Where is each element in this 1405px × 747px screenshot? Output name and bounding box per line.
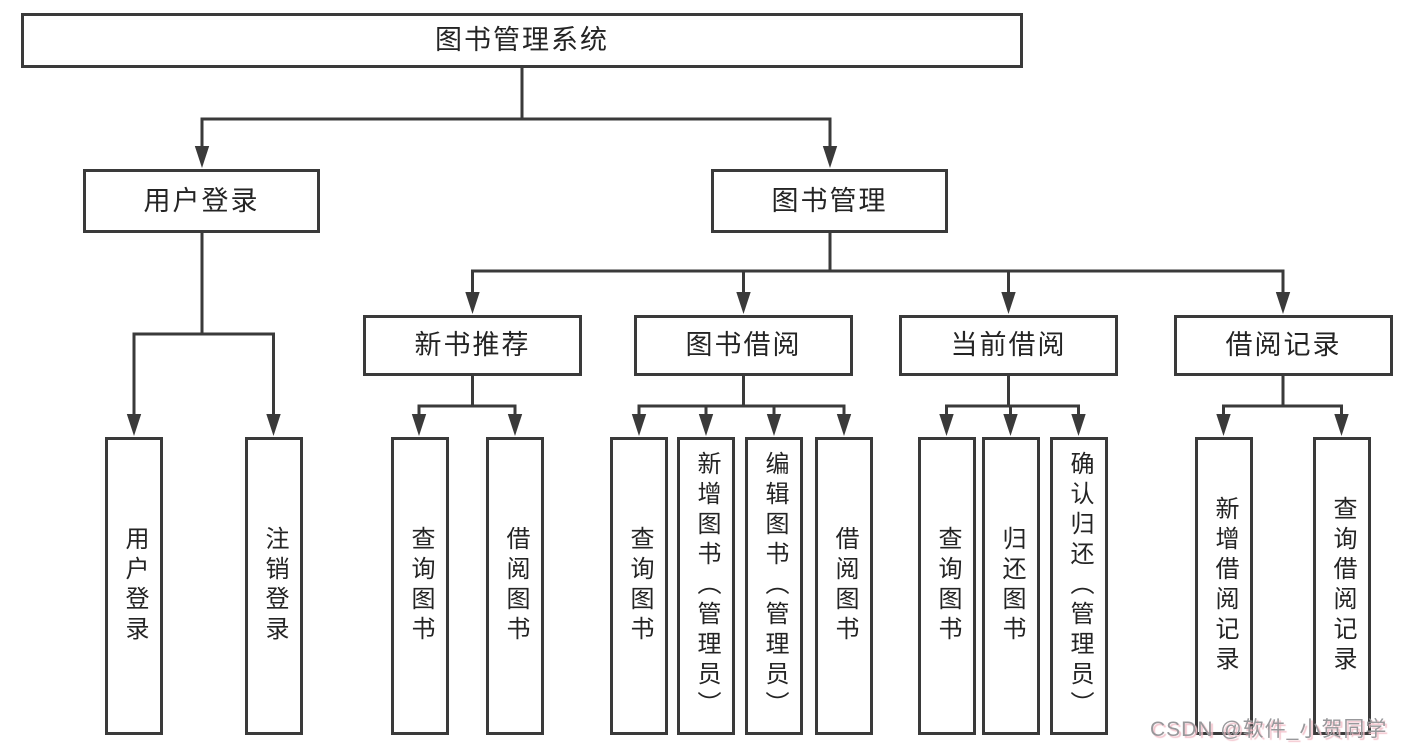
leaf-borrow-books: 借阅图书	[815, 437, 873, 735]
node-borrow-records: 借阅记录	[1174, 315, 1393, 376]
leaf-return-books: 归还图书	[982, 437, 1040, 735]
leaf-query-books-recommend: 查询图书	[391, 437, 449, 735]
node-book-borrow-label: 图书借阅	[685, 330, 802, 360]
leaf-query-books-borrow: 查询图书	[610, 437, 668, 735]
node-current-borrow: 当前借阅	[899, 315, 1118, 376]
leaf-confirm-return-admin: 确认归还（管理员）	[1050, 437, 1108, 735]
node-new-book-recommend-label: 新书推荐	[414, 330, 531, 360]
csdn-watermark: CSDN @软件_小贺同学	[1150, 718, 1388, 741]
leaf-user-login: 用户登录	[105, 437, 163, 735]
node-book-management-label: 图书管理	[771, 185, 888, 216]
leaf-edit-books-admin: 编辑图书（管理员）	[745, 437, 803, 735]
node-library-system-label: 图书管理系统	[435, 25, 609, 55]
leaf-add-books-admin: 新增图书（管理员）	[677, 437, 735, 735]
node-user-login: 用户登录	[83, 169, 320, 233]
node-book-management: 图书管理	[711, 169, 948, 233]
node-current-borrow-label: 当前借阅	[950, 330, 1067, 360]
leaf-borrow-books-recommend: 借阅图书	[486, 437, 544, 735]
node-library-system: 图书管理系统	[21, 13, 1023, 68]
leaf-query-borrow-record: 查询借阅记录	[1313, 437, 1371, 735]
node-book-borrow: 图书借阅	[634, 315, 853, 376]
node-new-book-recommend: 新书推荐	[363, 315, 582, 376]
node-borrow-records-label: 借阅记录	[1225, 330, 1342, 360]
leaf-query-books-current: 查询图书	[918, 437, 976, 735]
leaf-add-borrow-record: 新增借阅记录	[1195, 437, 1253, 735]
leaf-logout-login: 注销登录	[245, 437, 303, 735]
node-user-login-label: 用户登录	[143, 185, 260, 216]
arrowheads	[126, 146, 1349, 436]
